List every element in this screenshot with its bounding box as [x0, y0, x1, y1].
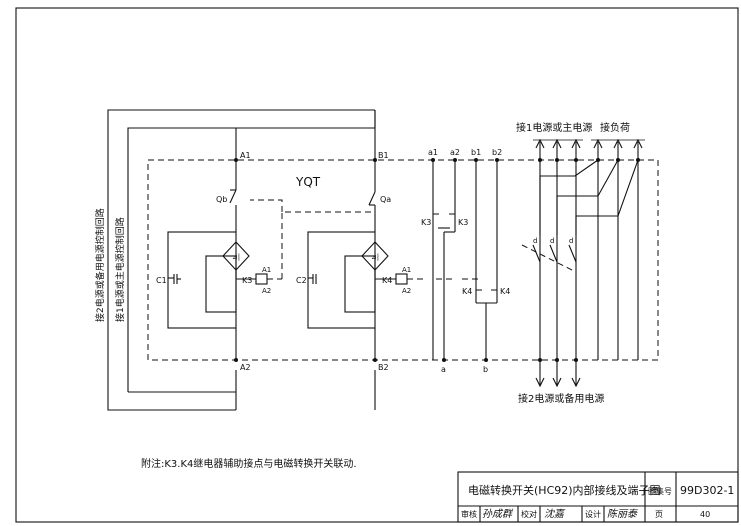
terminal-a2: A2 — [240, 363, 251, 372]
terminal-a1-aux: a1 — [428, 148, 438, 157]
label-qa: Qa — [380, 195, 391, 204]
label-c1: C1 — [156, 276, 167, 285]
atlas-label: 图集号 — [648, 486, 672, 496]
qa-contact — [368, 191, 376, 206]
outer-loop-wire — [107, 109, 236, 411]
transfer-blade-1 — [532, 244, 541, 263]
switch-enclosure — [147, 159, 659, 361]
label-d3: d — [569, 237, 573, 245]
atlas-number: 99D302-1 — [680, 484, 734, 497]
review-label: 审核 — [461, 509, 477, 519]
check-label: 校对 — [521, 509, 537, 519]
k3-contact-1 — [432, 205, 439, 215]
terminal-a: a — [441, 365, 446, 374]
footnote: 附注:K3.K4继电器辅助接点与电磁转换开关联动. — [141, 457, 357, 470]
k3-contact-2 — [449, 205, 456, 215]
label-k3-contact-2: K3 — [458, 218, 468, 227]
transfer-blade-3 — [568, 244, 577, 263]
label-source2: 接2电源或备用电源 — [518, 392, 604, 405]
check-signature: 沈嘉 — [544, 508, 566, 520]
label-source1: 接1电源或主电源 — [516, 121, 592, 134]
drawing-title: 电磁转换开关(HC92)内部接线及端子图 — [468, 483, 661, 497]
design-signature: 陈丽泰 — [607, 508, 638, 520]
label-k3: K3 — [242, 276, 252, 285]
terminal-a1: A1 — [240, 151, 251, 160]
review-signature: 孙成群 — [482, 508, 514, 520]
k3-coil-a2: A2 — [262, 287, 271, 295]
drawing-border — [15, 7, 739, 523]
label-k4-contact-2: K4 — [500, 287, 510, 296]
label-k4-contact-1: K4 — [462, 287, 472, 296]
module-b-frame — [307, 231, 376, 329]
terminal-b2: B2 — [378, 363, 389, 372]
terminal-b1-aux: b1 — [471, 148, 481, 157]
label-outer-loop: 接2电源或备用电源控制回路 — [94, 208, 106, 322]
terminal-dots — [234, 158, 640, 362]
k3-coil-a1: A1 — [262, 266, 271, 274]
label-c2: C2 — [296, 276, 307, 285]
label-d2: d — [550, 237, 554, 245]
k4-contact-2 — [491, 280, 498, 291]
terminal-b: b — [483, 365, 488, 374]
label-k3-contact-1: K3 — [421, 218, 431, 227]
terminal-a2-aux: a2 — [450, 148, 460, 157]
k4-coil-a1: A1 — [402, 266, 411, 274]
label-qb: Qb — [216, 195, 227, 204]
terminal-b1: B1 — [378, 151, 389, 160]
label-k4: K4 — [382, 276, 392, 285]
transfer-blade-2 — [549, 244, 558, 263]
label-inner-loop: 接1电源或主电源控制回路 — [114, 217, 126, 322]
page-number: 40 — [700, 510, 710, 519]
title-block — [457, 471, 739, 523]
label-d1: d — [533, 237, 537, 245]
mech-link-a — [281, 211, 373, 279]
label-load: 接负荷 — [600, 121, 630, 134]
design-label: 设计 — [585, 509, 601, 519]
inner-loop-wire — [127, 127, 375, 392]
module-a-frame — [167, 231, 237, 329]
page-label: 页 — [655, 510, 663, 519]
diagram-title: YQT — [295, 175, 321, 189]
k4-contact-1 — [475, 280, 482, 291]
terminal-b2-aux: b2 — [492, 148, 502, 157]
coil-k3 — [255, 273, 268, 285]
coil-k4 — [395, 273, 408, 285]
k4-coil-a2: A2 — [402, 287, 411, 295]
